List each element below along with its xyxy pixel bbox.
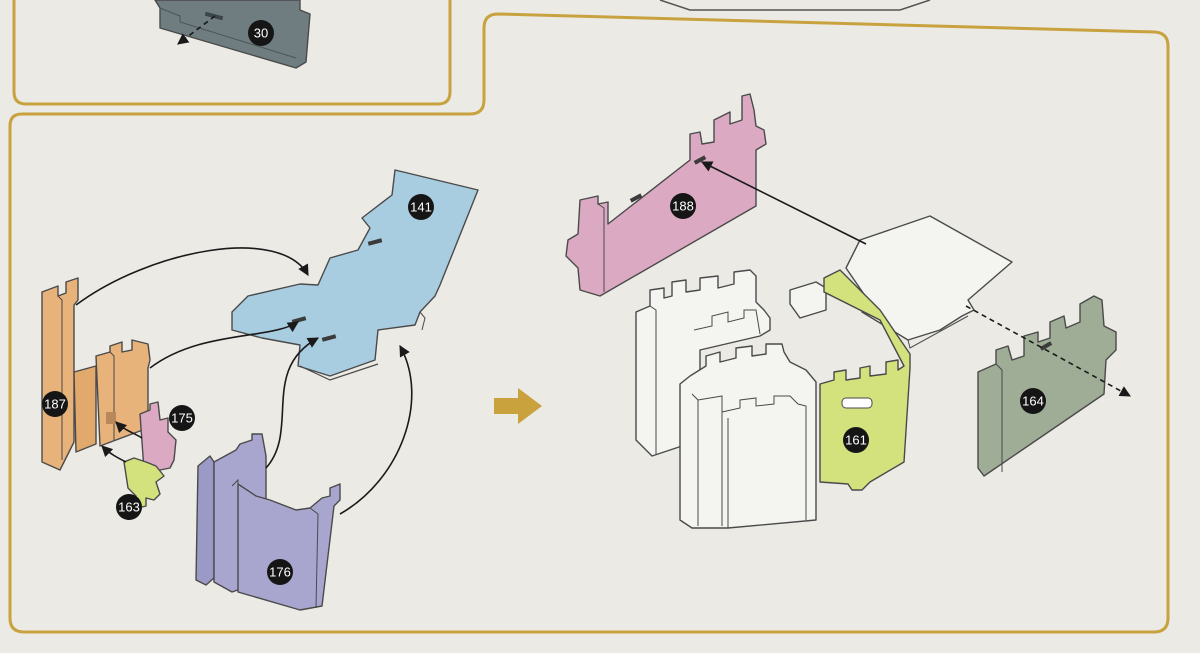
step-frame xyxy=(8,12,1170,634)
part-161-badge: 161 xyxy=(843,427,869,453)
arrow-floor-to-164 xyxy=(965,305,1131,397)
part-187-badge: 187 xyxy=(42,391,68,417)
assembled-front-tower xyxy=(679,343,817,529)
arrow-floor-to-188 xyxy=(700,161,867,245)
part-176-badge: 176 xyxy=(267,559,293,585)
prev-step-frame xyxy=(12,0,452,106)
part-163-label: 163 xyxy=(118,500,140,515)
step-direction-arrow xyxy=(494,388,542,424)
part-188-label: 188 xyxy=(672,199,694,214)
arrow-176-right-to-141 xyxy=(339,345,413,515)
part-30-insert-arrow xyxy=(177,15,216,45)
part-30-badge: 30 xyxy=(248,20,274,46)
arrow-187-to-141-mid xyxy=(149,321,299,369)
assembled-floor-plate xyxy=(845,215,1013,349)
part-175-label: 175 xyxy=(171,411,193,426)
arrow-187-to-141-top xyxy=(75,247,309,306)
part-164-piece xyxy=(977,295,1117,477)
part-187-piece xyxy=(41,277,151,471)
part-141-label: 141 xyxy=(410,200,432,215)
part-161-piece xyxy=(819,269,911,491)
part-164-badge: 164 xyxy=(1020,388,1046,414)
assembled-left-tower xyxy=(635,269,827,457)
part-141-badge: 141 xyxy=(408,194,434,220)
arrow-175-to-187 xyxy=(115,421,143,439)
part-175-badge: 175 xyxy=(169,405,195,431)
part-30-label: 30 xyxy=(254,26,268,41)
part-30-piece xyxy=(154,0,311,69)
arrow-176-left-to-141 xyxy=(265,337,319,469)
part-188-piece xyxy=(565,93,767,297)
part-163-badge: 163 xyxy=(116,494,142,520)
part-161-label: 161 xyxy=(845,433,867,448)
part-141-piece xyxy=(231,169,479,381)
part-188-badge: 188 xyxy=(670,193,696,219)
prev-step-part-edge xyxy=(659,0,931,11)
part-164-label: 164 xyxy=(1022,394,1044,409)
part-176-label: 176 xyxy=(269,565,291,580)
part-187-label: 187 xyxy=(44,397,66,412)
part-176-piece xyxy=(195,433,341,611)
arrow-163-to-187 xyxy=(101,445,127,463)
